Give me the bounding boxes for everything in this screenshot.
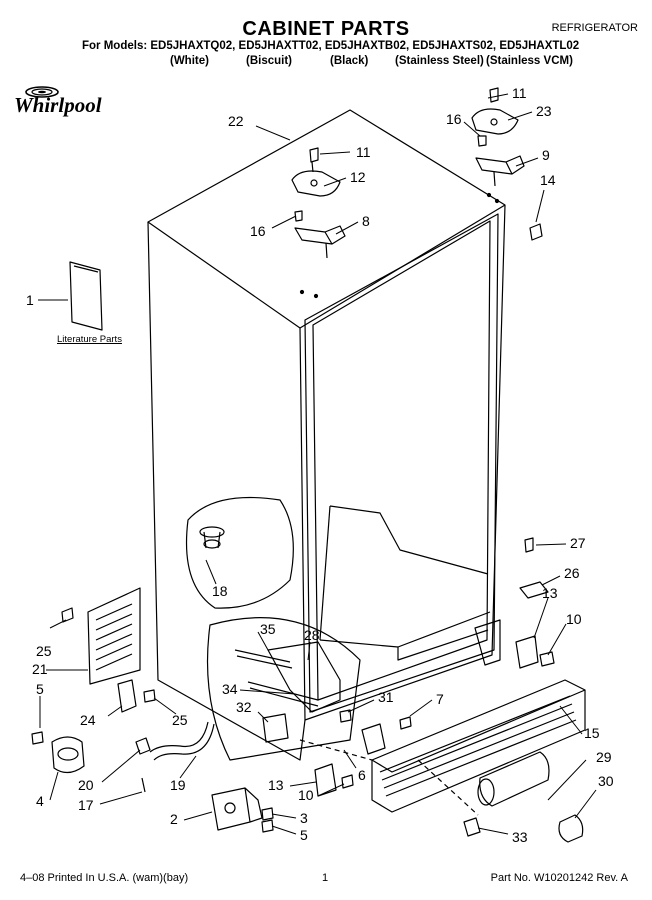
callout-30: 30: [598, 773, 614, 789]
callout-11: 11: [512, 85, 527, 101]
callout-28: 28: [304, 627, 320, 643]
callout-5: 5: [36, 681, 44, 697]
compressor-2: [211, 787, 251, 831]
water-valve-assembly: [267, 641, 341, 713]
callout-27: 27: [570, 535, 586, 551]
callout-23: 23: [536, 103, 552, 119]
callout-5: 5: [300, 827, 308, 843]
page-number: 1: [322, 872, 329, 884]
hinge-pin-14: [529, 223, 543, 241]
cabinet-front-frame: [304, 213, 499, 713]
callout-14: 14: [540, 172, 556, 188]
callout-29: 29: [596, 749, 612, 765]
callout-24: 24: [80, 712, 96, 728]
toe-grille: [371, 679, 586, 773]
callout-19: 19: [170, 777, 186, 793]
callout-22: 22: [228, 113, 244, 129]
top-hinge-right: [475, 157, 513, 175]
callout-4: 4: [36, 793, 44, 809]
hinge-bracket-13a: [515, 635, 539, 669]
callout-32: 32: [236, 699, 252, 715]
callout-16: 16: [446, 111, 462, 127]
top-hinge-cover-left: [291, 170, 341, 197]
callout-10: 10: [298, 787, 314, 803]
callout-20: 20: [78, 777, 94, 793]
print-info: 4–08 Printed In U.S.A. (wam)(bay): [20, 872, 189, 884]
callout-26: 26: [564, 565, 580, 581]
callout-21: 21: [32, 661, 48, 677]
tube-19: [149, 721, 209, 753]
literature-parts: [69, 261, 103, 331]
bracket-24: [117, 679, 137, 713]
fitting-32: [262, 713, 289, 743]
literature-parts-label: Literature Parts: [57, 334, 122, 345]
callout-3: 3: [300, 810, 308, 826]
callout-31: 31: [378, 689, 394, 705]
models-line: For Models: ED5JHAXTQ02, ED5JHAXTT02, ED…: [82, 40, 580, 52]
callout-1: 1: [26, 292, 34, 308]
callout-34: 34: [222, 681, 238, 697]
callout-10: 10: [566, 611, 582, 627]
hinge-bracket-13b: [314, 763, 337, 797]
callout-13: 13: [268, 777, 284, 793]
top-hinge-left: [294, 227, 333, 245]
callout-16: 16: [250, 223, 266, 239]
callout-35: 35: [260, 621, 276, 637]
cabinet-shell: [147, 109, 506, 721]
variant-biscuit: (Biscuit): [246, 55, 292, 67]
page-title: CABINET PARTS: [242, 18, 410, 40]
callout-8: 8: [362, 213, 370, 229]
part-number: Part No. W10201242 Rev. A: [490, 872, 628, 884]
callout-17: 17: [78, 797, 94, 813]
callout-13: 13: [542, 585, 558, 601]
product-category: REFRIGERATOR: [551, 22, 638, 34]
rear-panel-21: [87, 587, 141, 685]
callout-15: 15: [584, 725, 600, 741]
valve-bracket: [361, 723, 386, 755]
filter-cap: [558, 814, 584, 843]
callout-2: 2: [170, 811, 178, 827]
variant-white: (White): [170, 55, 209, 67]
filter-plug-33: [463, 817, 481, 837]
callout-18: 18: [212, 583, 228, 599]
whirlpool-logo-icon: Whirlpool: [14, 86, 102, 117]
callout-6: 6: [358, 767, 366, 783]
callout-12: 12: [350, 169, 366, 185]
detail-panel: [206, 617, 361, 761]
variant-black: (Black): [330, 55, 369, 67]
callout-7: 7: [436, 691, 444, 707]
callout-25: 25: [172, 712, 188, 728]
top-hinge-cover-right: [471, 108, 519, 135]
leveling-bracket-26: [519, 581, 549, 599]
motor-4: [51, 736, 85, 774]
variant-stainless-steel: (Stainless Steel): [395, 55, 484, 67]
variant-stainless-vcm: (Stainless VCM): [486, 55, 573, 67]
callout-9: 9: [542, 147, 550, 163]
water-filter: [479, 751, 550, 807]
callout-33: 33: [512, 829, 528, 845]
callout-11: 11: [356, 144, 371, 160]
callout-25: 25: [36, 643, 52, 659]
brand-name: Whirlpool: [14, 93, 102, 117]
detail-bubble: [185, 496, 294, 609]
